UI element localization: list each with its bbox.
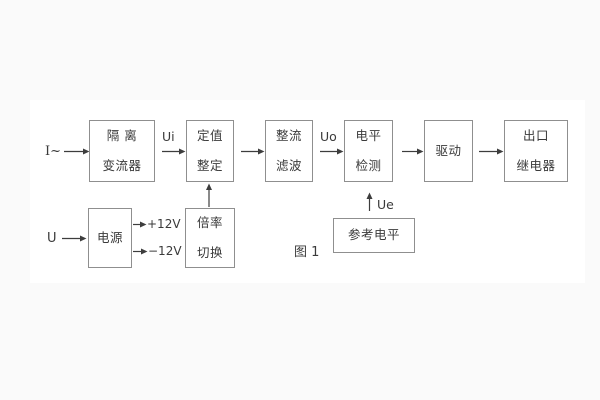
block-label: 电平: [355, 128, 382, 143]
block-isolation-transformer: 隔 离 变流器: [89, 120, 155, 182]
figure-caption: 图 1: [294, 245, 320, 260]
block-setpoint-adjust: 定值 整定: [186, 120, 234, 182]
block-label: 继电器: [516, 157, 556, 173]
signal-ue-label: Ue: [377, 197, 394, 212]
block-label: 整流: [275, 128, 302, 143]
block-reference-level: 参考电平: [333, 218, 415, 253]
block-label: 定值: [196, 128, 223, 143]
block-drive: 驱动: [424, 120, 473, 182]
block-power-supply: 电源: [88, 208, 132, 268]
input-current-label: I~: [45, 144, 62, 159]
signal-minus12v-label: −12V: [148, 244, 182, 258]
block-label: 检测: [355, 157, 382, 173]
block-label: 切换: [196, 244, 223, 260]
block-label: 参考电平: [347, 227, 400, 243]
block-label: 电源: [96, 229, 123, 245]
block-label: 隔 离: [106, 128, 138, 143]
signal-ui-label: Ui: [162, 129, 175, 144]
block-label: 整定: [196, 157, 223, 173]
block-label: 变流器: [102, 157, 142, 173]
block-rectify-filter: 整流 滤波: [265, 120, 313, 182]
block-ratio-switch: 倍率 切换: [185, 208, 235, 268]
block-output-relay: 出口 继电器: [504, 120, 568, 182]
block-level-detect: 电平 检测: [344, 120, 393, 182]
signal-plus12v-label: +12V: [147, 217, 181, 231]
block-label: 出口: [522, 128, 549, 143]
block-label: 驱动: [435, 142, 462, 158]
signal-uo-label: Uo: [320, 129, 337, 144]
input-voltage-label: U: [47, 231, 57, 246]
block-label: 滤波: [275, 157, 302, 173]
block-label: 倍率: [196, 215, 223, 230]
